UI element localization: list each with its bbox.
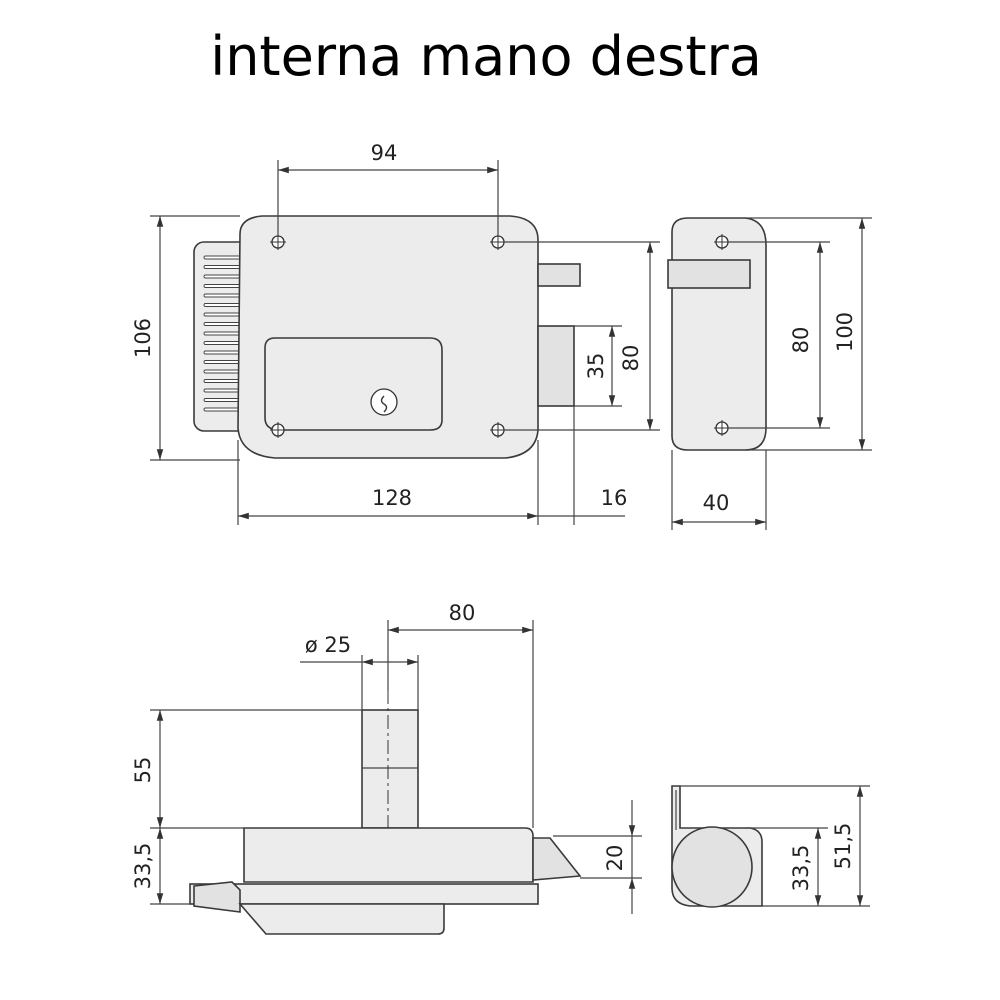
dim-40: 40 bbox=[703, 491, 730, 515]
side-view: 80 100 40 bbox=[667, 217, 872, 530]
bottom-view: ø 25 80 55 33,5 20 bbox=[131, 601, 642, 935]
latch-bolt bbox=[537, 325, 575, 407]
dim-100: 100 bbox=[833, 312, 857, 352]
dim-16: 16 bbox=[601, 486, 628, 510]
base-plate bbox=[189, 883, 539, 905]
dim-diameter-25: ø 25 bbox=[305, 633, 351, 657]
cylinder bbox=[361, 709, 419, 829]
bottom-side-view: 33,5 51,5 bbox=[671, 785, 870, 908]
bottom-body bbox=[243, 827, 534, 883]
bottom-side-cylinder bbox=[671, 826, 753, 908]
dim-80-bottom: 80 bbox=[449, 601, 476, 625]
dim-35: 35 bbox=[584, 353, 608, 380]
side-body bbox=[671, 217, 767, 451]
dim-33-5-side: 33,5 bbox=[789, 845, 813, 892]
dim-20: 20 bbox=[603, 845, 627, 872]
dim-94: 94 bbox=[371, 141, 398, 165]
dim-80-front: 80 bbox=[619, 345, 643, 372]
bottom-grip bbox=[193, 881, 241, 913]
key-slot bbox=[380, 395, 388, 413]
dim-55: 55 bbox=[131, 757, 155, 784]
page-title: interna mano destra bbox=[210, 25, 762, 88]
cover-plate bbox=[264, 337, 443, 431]
side-bolt bbox=[667, 259, 751, 289]
key-cylinder bbox=[370, 388, 398, 416]
dim-33-5-bottom: 33,5 bbox=[131, 843, 155, 890]
upper-bolt bbox=[537, 263, 581, 287]
lower-plate bbox=[238, 903, 445, 935]
dim-80-side: 80 bbox=[789, 327, 813, 354]
bottom-latch bbox=[532, 837, 582, 881]
mounting-holes bbox=[270, 234, 506, 438]
dim-128: 128 bbox=[372, 486, 412, 510]
dim-51-5: 51,5 bbox=[831, 823, 855, 870]
front-view: 94 106 128 16 35 80 bbox=[131, 141, 660, 525]
dim-106: 106 bbox=[131, 318, 155, 358]
